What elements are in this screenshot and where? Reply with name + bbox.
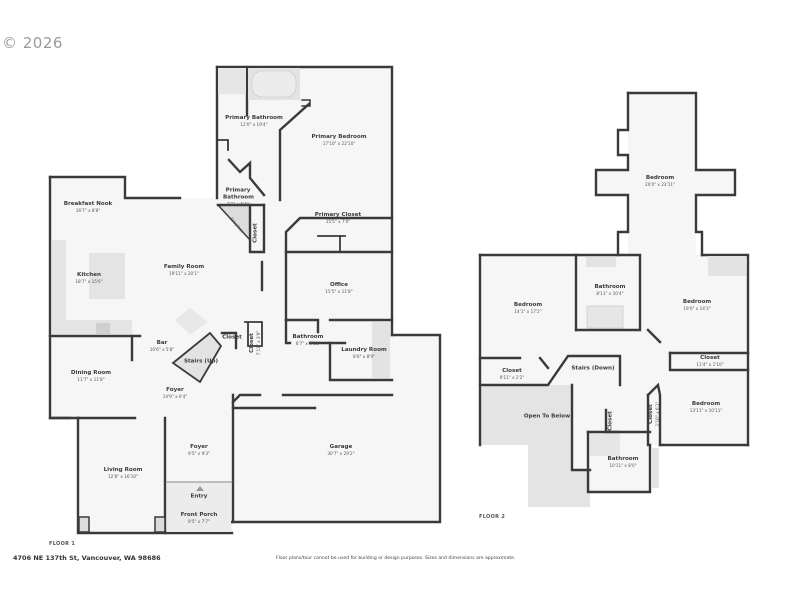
room-closet-mid: Closet	[607, 411, 614, 431]
floor2-label: FLOOR 2	[479, 514, 506, 520]
room-stairs-up: Stairs (Up)	[183, 358, 219, 365]
room-open-to-below: Open To Below	[523, 413, 571, 420]
floor1-plan	[48, 65, 442, 535]
floor2-plan	[478, 91, 750, 507]
property-address: 4706 NE 137th St, Vancouver, WA 98686	[13, 554, 161, 562]
disclaimer-text: Floor plans/tour cannot be used for buil…	[276, 556, 516, 561]
room-closet-bar: Closet	[222, 334, 242, 341]
room-stairs-down: Stairs (Down)	[571, 365, 615, 372]
copyright-watermark: © 2026	[2, 34, 63, 52]
room-closet-fireplace: Closet	[252, 223, 259, 243]
floor1-fill	[50, 67, 440, 533]
floor1-label: FLOOR 1	[49, 541, 76, 547]
room-entry: Entry	[190, 493, 208, 500]
